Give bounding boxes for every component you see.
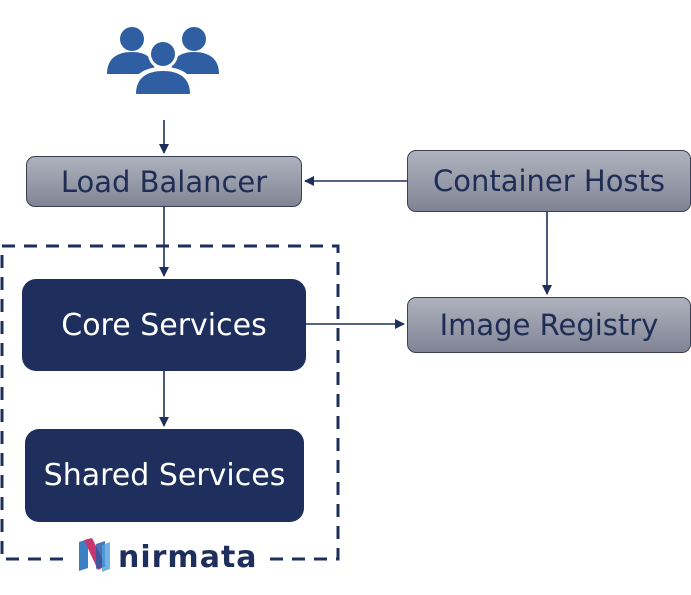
nirmata-logo-icon [76, 536, 114, 578]
image-registry-label: Image Registry [439, 308, 659, 342]
core-services-label: Core Services [61, 307, 267, 343]
core-services-node: Core Services [22, 279, 306, 371]
load-balancer-label: Load Balancer [60, 164, 268, 199]
users-group-icon [105, 24, 221, 94]
load-balancer-node: Load Balancer [26, 156, 302, 207]
shared-services-label: Shared Services [43, 458, 286, 493]
nirmata-logo-text: nirmata [118, 539, 258, 575]
container-hosts-label: Container Hosts [432, 164, 666, 198]
shared-services-node: Shared Services [25, 429, 304, 522]
nirmata-logo: nirmata [72, 537, 262, 577]
image-registry-node: Image Registry [407, 297, 691, 353]
container-hosts-node: Container Hosts [407, 150, 691, 212]
